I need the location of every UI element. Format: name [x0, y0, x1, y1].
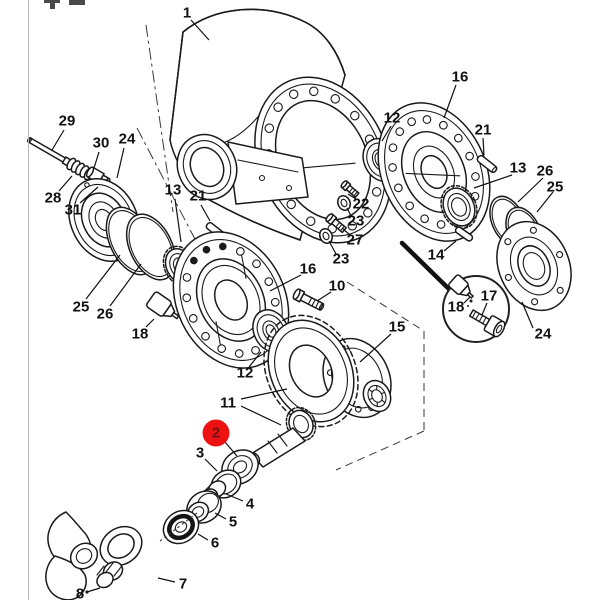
page-edge-line — [28, 0, 29, 600]
dowel-pin-part14 — [454, 226, 474, 242]
part-callout[interactable]: 30 — [92, 134, 110, 152]
part-callout[interactable]: 23 — [332, 250, 350, 268]
leader-lines — [51, 19, 554, 594]
capscrew-part17 — [468, 309, 506, 338]
part-callout[interactable]: 13 — [509, 159, 527, 177]
part-callout[interactable]: 17 — [480, 287, 498, 305]
nut-part8 — [96, 561, 124, 589]
part-callout[interactable]: 5 — [228, 513, 238, 531]
part-callout[interactable]: 31 — [64, 201, 82, 219]
assembly-axis-dotted — [159, 512, 198, 542]
washer-part23-lower — [318, 227, 334, 245]
part-callout[interactable]: 15 — [388, 318, 406, 336]
yoke-part7 — [45, 511, 143, 600]
detail-bubble — [442, 274, 510, 343]
bolt-part27 — [325, 213, 347, 234]
part-callout[interactable]: 3 — [195, 444, 205, 462]
part-callout[interactable]: 25 — [546, 178, 564, 196]
part-callout[interactable]: 29 — [58, 112, 76, 130]
seal-part6 — [162, 509, 200, 545]
bolt-part10 — [292, 288, 325, 311]
dowel-pin-part21-right — [476, 154, 498, 174]
ring-part26-left — [125, 213, 177, 281]
cover-part24-right — [496, 220, 572, 312]
part-callout[interactable]: 21 — [474, 121, 492, 139]
part-callout[interactable]: 22 — [352, 195, 370, 213]
part-callout[interactable]: 24 — [118, 130, 136, 148]
zoom-out-icon[interactable] — [69, 0, 85, 5]
part-callout[interactable]: 25 — [72, 298, 90, 316]
part-callout[interactable]: 28 — [44, 189, 62, 207]
part-callout[interactable]: 13 — [164, 181, 182, 199]
sealant-indicator-line — [399, 240, 454, 294]
part-callout[interactable]: 8 — [75, 585, 85, 603]
axle-housing-part1 — [169, 8, 392, 244]
part-callout[interactable]: 26 — [536, 162, 554, 180]
part-callout[interactable]: 10 — [328, 277, 346, 295]
part-callout[interactable]: 1 — [182, 4, 192, 22]
pinion-gear-part11 — [285, 406, 317, 442]
zoom-in-icon[interactable] — [44, 0, 60, 9]
part-callout[interactable]: 21 — [189, 187, 207, 205]
part-callout[interactable]: 7 — [178, 575, 188, 593]
lock-ring-part13-right — [440, 184, 478, 230]
part-callout[interactable]: 18 — [131, 325, 149, 343]
part-callout[interactable]: 23 — [347, 212, 365, 230]
part-callout[interactable]: 12 — [236, 364, 254, 382]
part-callout[interactable]: 6 — [210, 534, 220, 552]
part-callout[interactable]: 11 — [220, 394, 236, 412]
part-callout[interactable]: 26 — [96, 305, 114, 323]
washer-part23-upper — [336, 194, 352, 212]
part-callout[interactable]: 4 — [245, 495, 255, 513]
part-callout[interactable]: 24 — [534, 325, 552, 343]
part-callout[interactable]: 18 — [447, 298, 465, 316]
section-boundary — [335, 281, 425, 471]
crown-wheel-part11 — [263, 314, 359, 428]
part-callout-highlighted[interactable]: 2 — [202, 419, 230, 447]
bolt-part22 — [340, 180, 360, 198]
part-callout[interactable]: 16 — [299, 260, 317, 278]
part-callout[interactable]: 12 — [383, 109, 401, 127]
part-callout[interactable]: 27 — [346, 231, 364, 249]
diff-carrier-boss — [362, 379, 392, 413]
part-callout[interactable]: 14 — [427, 246, 445, 264]
part-callout[interactable]: 16 — [451, 68, 469, 86]
